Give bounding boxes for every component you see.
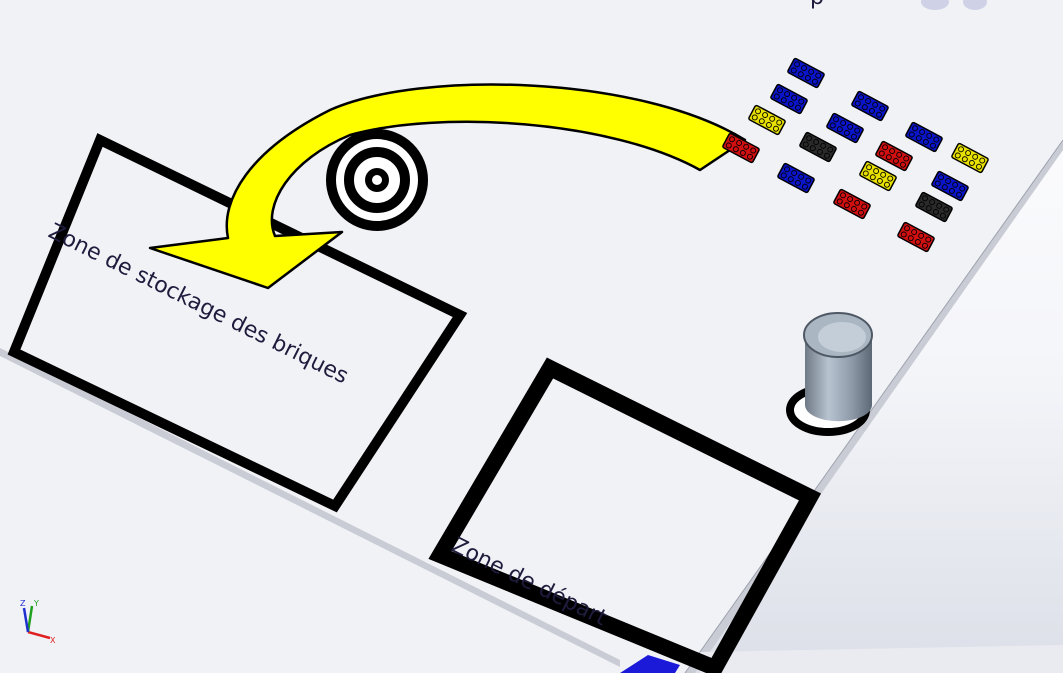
- top-right-fragment: p: [810, 0, 824, 10]
- storage-zone-border: [7, 133, 468, 513]
- top-right-blob: [921, 0, 949, 10]
- brick-blue: [931, 170, 969, 202]
- brick-yellow: [951, 142, 989, 174]
- brick-yellow: [748, 104, 786, 136]
- brick-red: [722, 132, 760, 164]
- brick-blue: [770, 83, 808, 115]
- brick-red: [875, 140, 913, 172]
- axis-x-label: X: [50, 636, 56, 645]
- brick-yellow: [859, 160, 897, 192]
- blue-robot-part: [620, 655, 680, 673]
- axis-z-label: Z: [20, 599, 26, 608]
- brick-red: [833, 188, 871, 220]
- brick-blue: [851, 90, 889, 122]
- floor-shade: [700, 645, 1063, 673]
- axis-triad-icon: X Y Z: [20, 599, 56, 645]
- brick-black: [799, 131, 837, 163]
- start-zone-border: [428, 357, 822, 673]
- target-icon: [326, 129, 428, 231]
- curved-arrow-icon: [148, 83, 747, 290]
- top-right-blob: [963, 0, 987, 10]
- brick-group: [722, 57, 989, 253]
- brick-blue: [787, 57, 825, 89]
- brick-red: [897, 221, 935, 253]
- brick-black: [915, 191, 953, 223]
- cylinder-obstacle: [786, 312, 873, 436]
- brick-blue: [826, 112, 864, 144]
- brick-blue: [905, 121, 943, 153]
- brick-blue: [777, 162, 815, 194]
- board-edge-left: [0, 348, 620, 667]
- axis-y-label: Y: [33, 599, 39, 608]
